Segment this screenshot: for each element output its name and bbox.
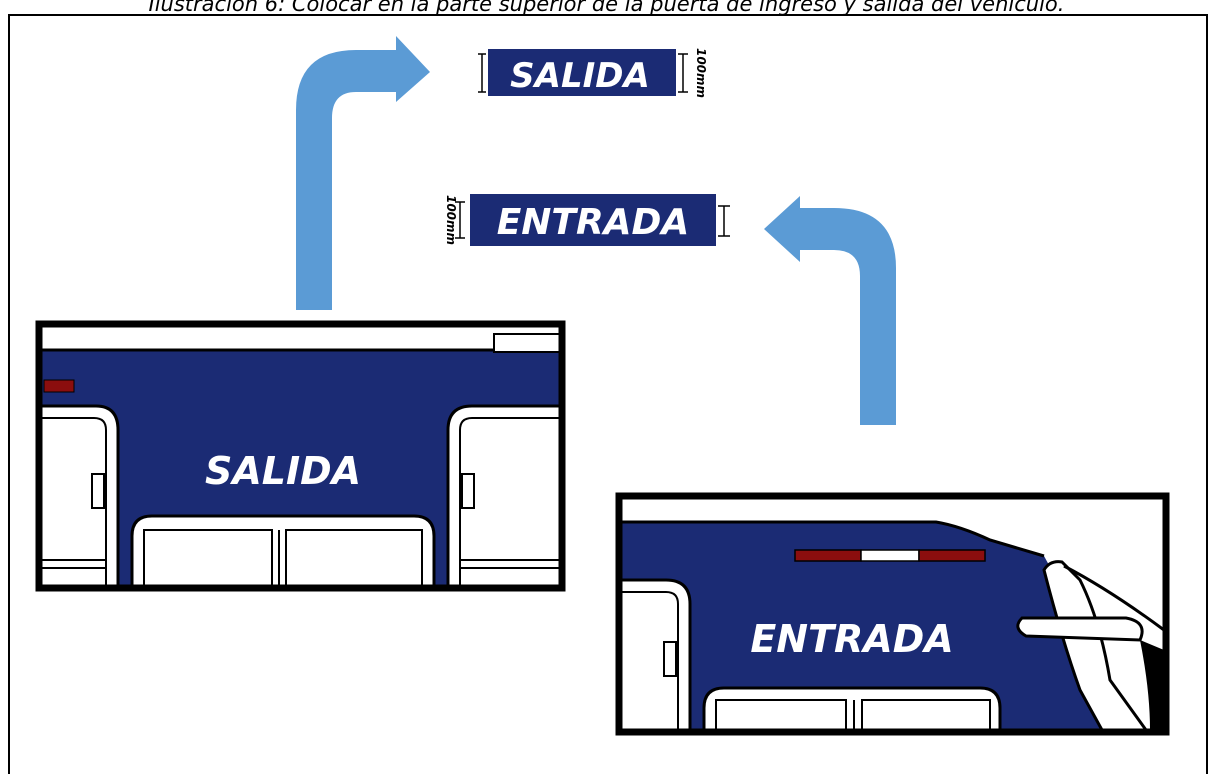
- entrada-sign-label: ENTRADA: [497, 202, 690, 243]
- entrada-sign: ENTRADA 100mm: [444, 194, 730, 246]
- salida-sign-label: SALIDA: [510, 56, 650, 96]
- salida-sign: SALIDA 100mm: [478, 48, 708, 98]
- salida-sign-dimension: 100mm: [694, 48, 708, 98]
- arrow-to-salida-sign: [296, 36, 430, 310]
- bus-rear-view: SALIDA: [35, 320, 566, 592]
- bus-rear-label: SALIDA: [205, 449, 361, 493]
- bus-front-view: ENTRADA: [615, 492, 1170, 736]
- arrow-to-entrada-sign: [764, 196, 896, 425]
- figure-caption: Ilustración 6: Colocar en la parte super…: [148, 0, 1065, 16]
- entrada-sign-dimension: 100mm: [444, 195, 458, 245]
- bus-front-label: ENTRADA: [750, 617, 953, 661]
- figure-frame: [8, 14, 1208, 774]
